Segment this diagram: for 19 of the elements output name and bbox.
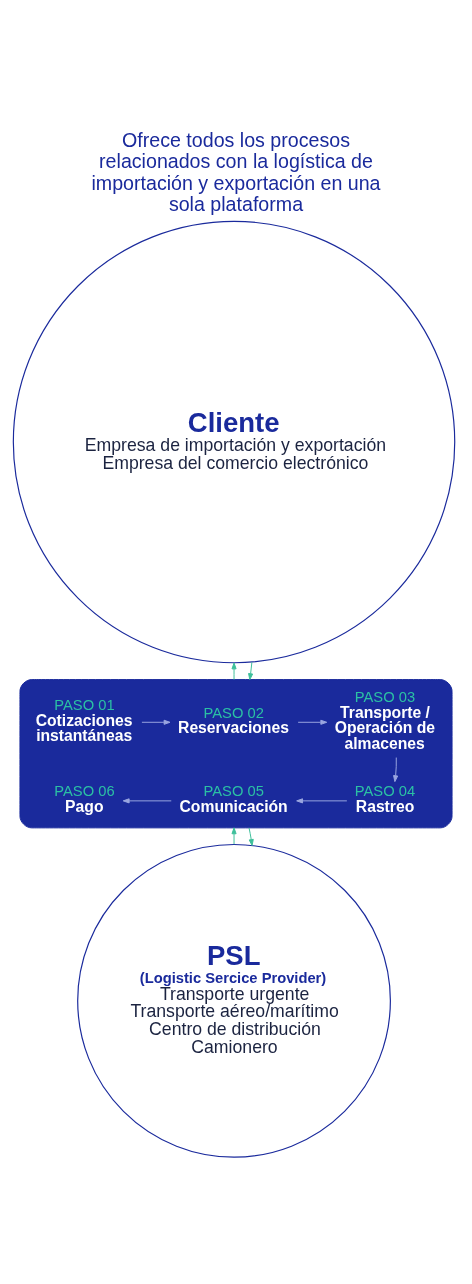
node-circle: Cliente Empresa de importación y exportación Empresa del comercio electrónico	[12, 220, 456, 664]
node-text: PASO 04 Rastreo	[354, 783, 416, 815]
arrow	[231, 827, 237, 845]
node-text: PASO 03 Transporte / Operación de almacenes	[334, 689, 436, 753]
node-text: PASO 05 Comunicación	[179, 783, 288, 815]
node-text: PASO 06 Pago	[54, 783, 115, 815]
diagram-title: Ofrece todos los procesos relacionados con la logística de importación y exportación en una sola plataforma	[91, 128, 381, 216]
node-text: PASO 02 Reservaciones	[178, 704, 289, 737]
arrow	[297, 719, 328, 725]
arrow	[248, 827, 254, 846]
arrow	[248, 661, 254, 681]
arrow	[296, 798, 348, 804]
arrow	[141, 719, 171, 725]
node-text: PASO 01 Cotizaciones instantáneas	[35, 697, 133, 745]
arrow	[231, 662, 237, 681]
arrow	[393, 757, 399, 783]
cluster	[19, 679, 453, 829]
node-circle: PSL (Logistic Sercice Provider) Transporte urgente Transporte aéreo/marítimo Centro de distribución Camionero	[77, 843, 391, 1158]
arrow	[122, 798, 172, 804]
